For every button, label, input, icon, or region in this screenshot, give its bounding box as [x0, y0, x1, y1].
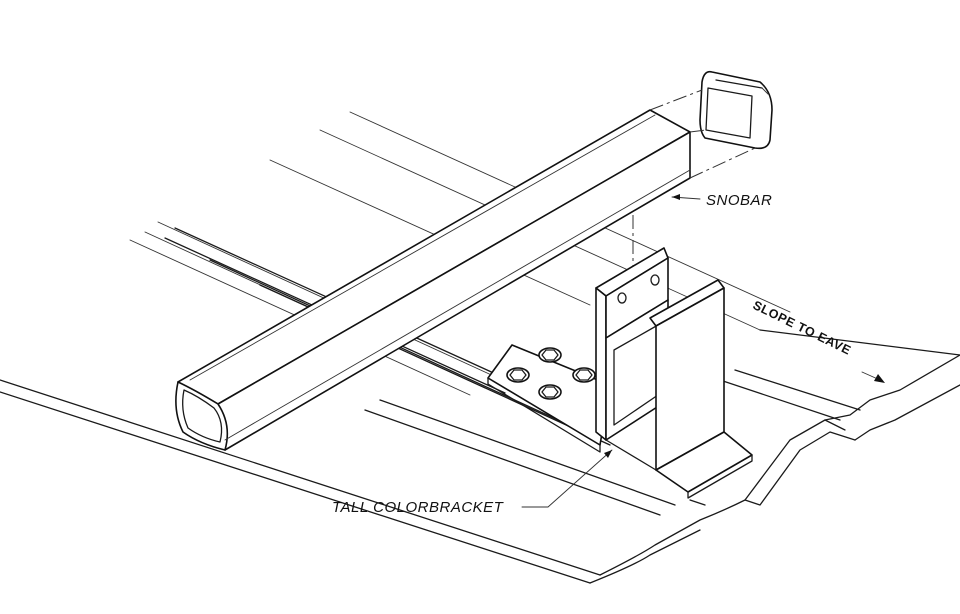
- snobar-label: SNOBAR: [706, 192, 772, 209]
- end-cap: [649, 70, 773, 179]
- slope-callout: SLOPE TO EAVE: [751, 298, 885, 383]
- bolt-group: [506, 347, 596, 400]
- bracket-label: TALL COLORBRACKET: [332, 499, 505, 516]
- bracket-callout: TALL COLORBRACKET: [332, 449, 613, 516]
- tall-colorbracket: [487, 247, 753, 499]
- snobar-callout: SNOBAR: [671, 192, 772, 209]
- roof-panel: [0, 111, 960, 584]
- slope-label: SLOPE TO EAVE: [751, 298, 854, 358]
- arrowhead-icon: [874, 374, 885, 383]
